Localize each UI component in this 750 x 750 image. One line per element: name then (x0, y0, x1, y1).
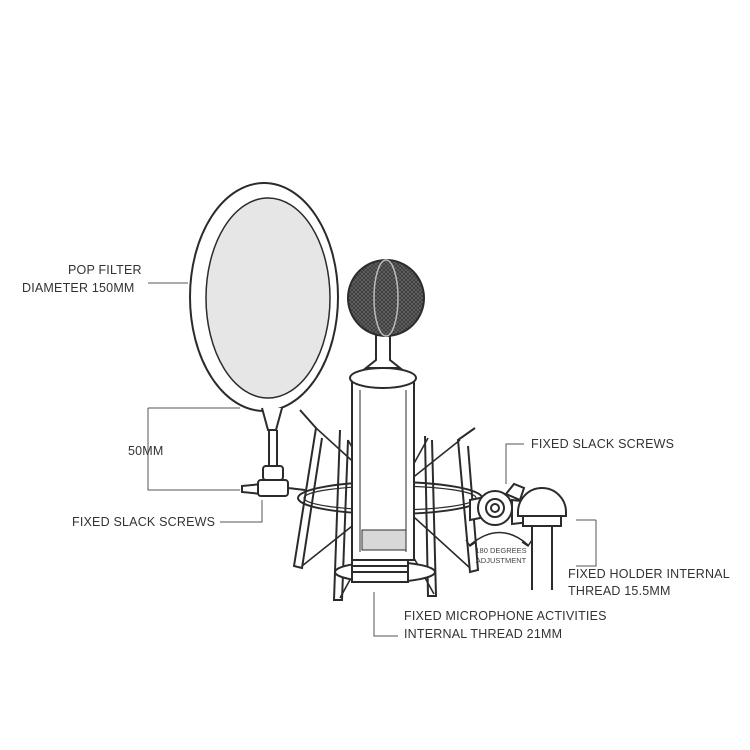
mic-thread-label-line1: FIXED MICROPHONE ACTIVITIES (404, 609, 607, 623)
adjustment-label-line2: ADJUSTMENT (475, 556, 527, 565)
pop-filter-stem-joint (262, 465, 284, 481)
pop-filter-label-line2: DIAMETER 150MM (22, 281, 135, 295)
pop-filter-mesh (205, 197, 331, 399)
pop-filter-clamp (261, 407, 283, 431)
leader-lines (147, 282, 597, 637)
adjustment-label-line1: 180 DEGREES (475, 546, 527, 555)
mic-thread-label-line2: INTERNAL THREAD 21MM (404, 627, 563, 641)
holder-pivot (469, 482, 567, 590)
pop-filter (189, 182, 339, 497)
pop-filter-label-line1: POP FILTER (68, 263, 142, 277)
microphone (347, 259, 425, 561)
holder-label-line2: THREAD 15.5MM (568, 584, 671, 598)
microphone-head (347, 259, 425, 337)
holder-dome (517, 487, 567, 517)
adjustment-arrow (469, 531, 529, 546)
distance-label: 50MM (128, 444, 164, 458)
fixed-slack-screws-right-label: FIXED SLACK SCREWS (531, 437, 675, 451)
pivot-slack-screw (504, 482, 526, 502)
fixed-slack-screws-left-label: FIXED SLACK SCREWS (72, 515, 216, 529)
holder-label-line1: FIXED HOLDER INTERNAL (568, 567, 730, 581)
